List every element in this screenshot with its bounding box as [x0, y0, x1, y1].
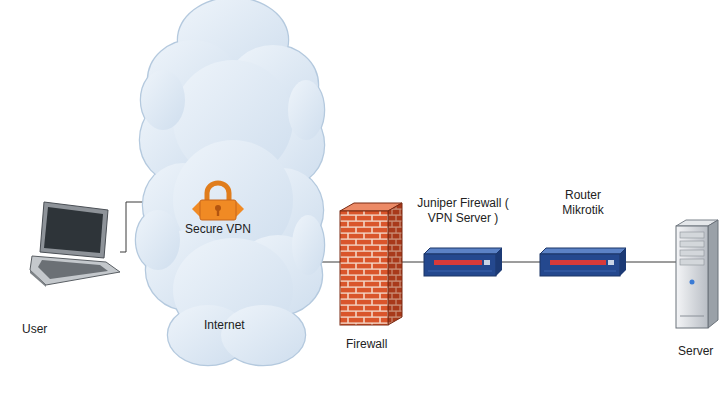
firewall-drawing [340, 203, 402, 325]
internet-cloud-icon [138, 0, 326, 372]
server-drawing [676, 220, 718, 328]
device-label: Internet [204, 318, 245, 333]
mikrotik-router: Router Mikrotik [540, 248, 626, 276]
device-drawing [424, 248, 502, 276]
device-label: Secure VPN [179, 222, 257, 237]
device-label: Firewall [346, 337, 387, 352]
device-label: Router Mikrotik [553, 188, 613, 218]
server-tower-icon [676, 220, 718, 328]
network-link [502, 262, 540, 263]
internet-cloud: Internet Secure VPN [138, 0, 326, 372]
vpn-lock: Secure VPN [183, 182, 253, 222]
vpn-lock-icon [183, 182, 253, 222]
mikrotik-router-icon [540, 248, 626, 276]
device-label: Juniper Firewall ( VPN Server ) [415, 196, 511, 226]
juniper-firewall-icon [424, 248, 502, 276]
user-laptop: User [28, 200, 120, 286]
laptop-drawing [30, 202, 120, 287]
lock-drawing [192, 183, 244, 220]
device-label: User [22, 322, 47, 337]
cloud-drawing [136, 0, 324, 365]
server-tower: Server [676, 220, 718, 328]
device-label: Server [678, 344, 713, 359]
firewall-wall-icon [340, 203, 402, 325]
juniper-firewall: Juniper Firewall ( VPN Server ) [424, 248, 502, 276]
network-link [626, 262, 676, 263]
network-link [402, 262, 424, 263]
firewall-wall: Firewall [340, 203, 402, 325]
device-drawing [540, 248, 626, 276]
user-laptop-icon [28, 200, 120, 286]
